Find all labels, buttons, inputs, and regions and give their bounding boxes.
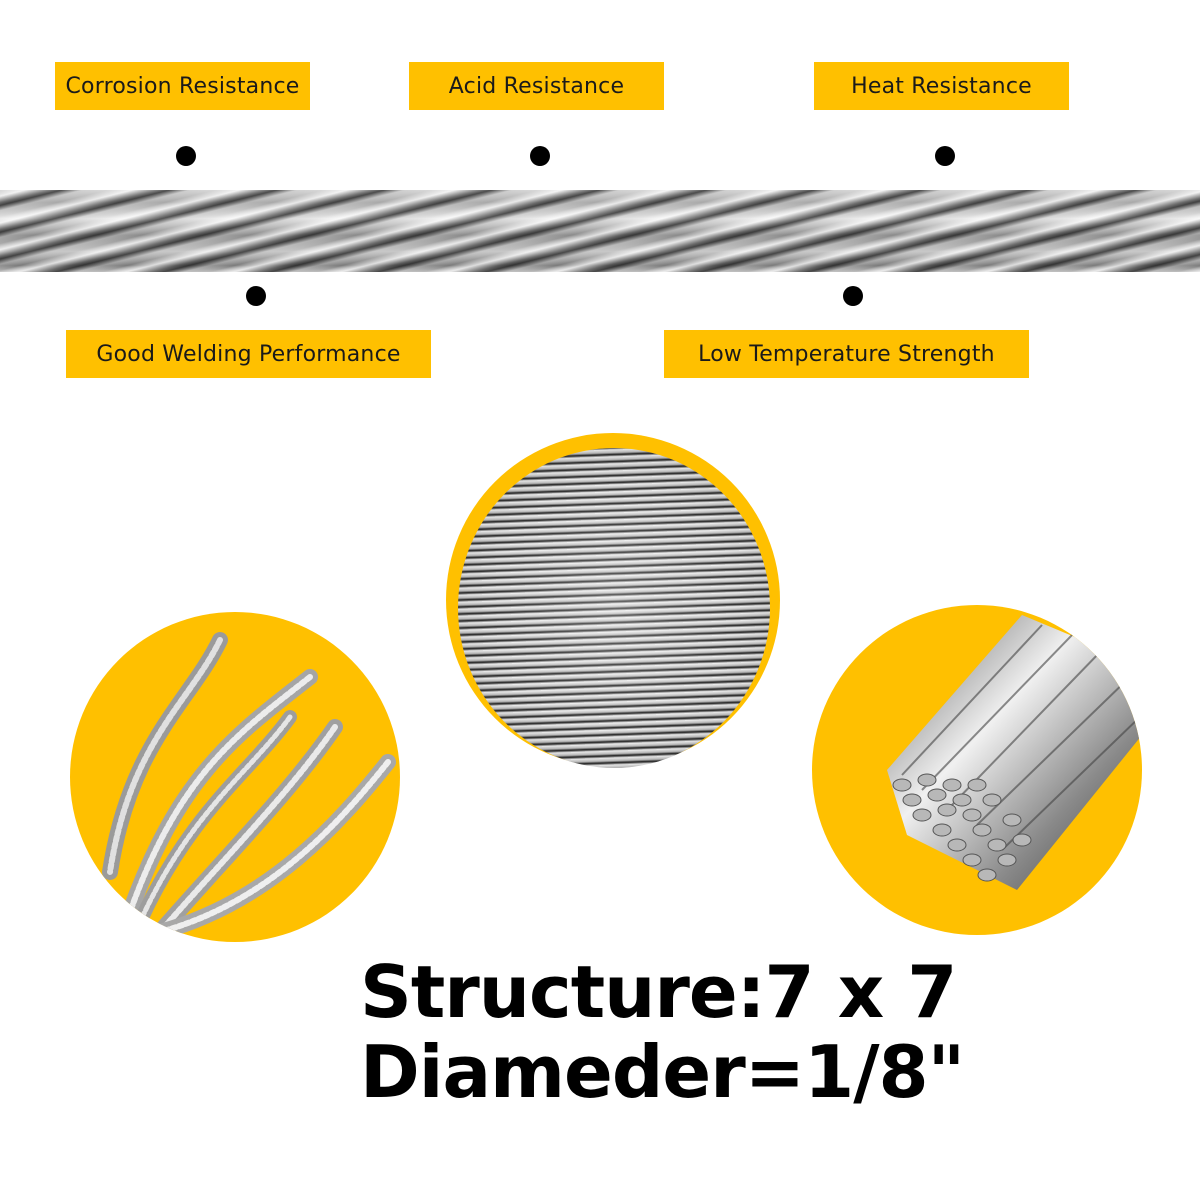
feature-corrosion-resistance: Corrosion Resistance	[55, 62, 310, 110]
bullet-dot	[176, 146, 196, 166]
wire-strand-bundle-icon	[887, 615, 1142, 890]
feature-heat-resistance: Heat Resistance	[814, 62, 1069, 110]
structure-spec: Structure:7 x 7	[360, 950, 957, 1034]
bullet-dot	[246, 286, 266, 306]
feature-label: Heat Resistance	[851, 73, 1032, 99]
bullet-dot	[530, 146, 550, 166]
wire-rope-image	[0, 190, 1200, 272]
feature-acid-resistance: Acid Resistance	[409, 62, 664, 110]
diameter-spec: Diameder=1/8"	[360, 1030, 965, 1114]
strand-cross-section-circle	[812, 605, 1142, 935]
cable-spool-image	[458, 448, 770, 768]
frayed-cable-icon	[102, 632, 396, 940]
feature-label: Acid Resistance	[448, 73, 625, 99]
feature-label: Low Temperature Strength	[698, 341, 995, 367]
feature-good-welding-performance: Good Welding Performance	[66, 330, 431, 378]
frayed-strands-circle	[70, 612, 400, 942]
feature-low-temperature-strength: Low Temperature Strength	[664, 330, 1029, 378]
feature-label: Good Welding Performance	[96, 341, 401, 367]
feature-label: Corrosion Resistance	[65, 73, 300, 99]
bullet-dot	[843, 286, 863, 306]
bullet-dot	[935, 146, 955, 166]
